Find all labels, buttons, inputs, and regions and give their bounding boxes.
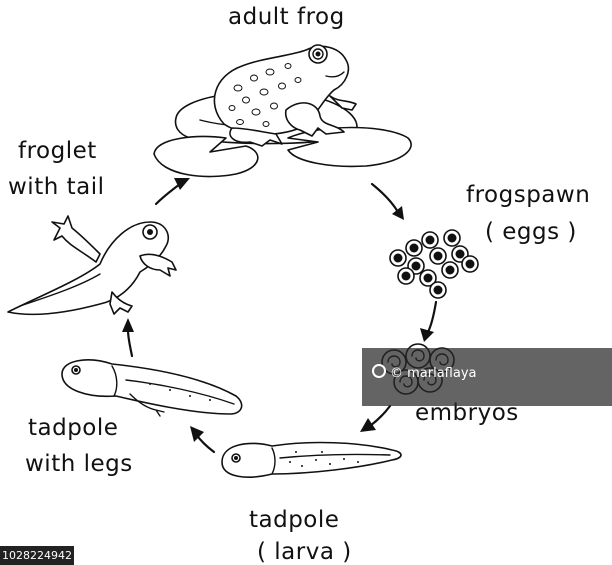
tadpole-tail-dots [289,451,359,467]
label-larva: ( larva ) [257,539,352,565]
label-tadpole-with-legs-line1: tadpole [28,415,118,441]
watermark-band [362,348,612,406]
label-tadpole: tadpole [249,507,339,533]
stock-id-tag: 1028224942 [0,546,74,565]
label-eggs: ( eggs ) [485,219,577,245]
arrow-embryos-to-tadpole [360,404,392,432]
arrow-spawn-to-embryos [420,300,438,342]
frogspawn-eggs-illustration [389,229,479,299]
label-adult-frog: adult frog [228,4,345,30]
cycle-arrows [122,178,438,454]
arrow-frog-to-spawn [370,182,404,220]
frog-skin-spots [228,63,302,127]
arrow-tadpole-to-tadpole-legs [190,426,216,454]
tadpole-illustration [221,441,402,478]
tadpole-with-legs-illustration [61,359,243,417]
arrow-froglet-to-frog [154,178,190,206]
label-frogspawn: frogspawn [466,182,590,208]
label-froglet-line2: with tail [8,174,105,200]
watermark-logo-icon [372,364,386,378]
label-froglet-line1: froglet [18,138,97,164]
label-tadpole-with-legs-line2: with legs [25,451,133,477]
watermark-credit: © marlaflaya [390,366,477,381]
froglet-illustration [7,215,177,316]
arrow-tadpole-legs-to-froglet [122,318,134,358]
adult-frog-illustration [153,44,412,178]
